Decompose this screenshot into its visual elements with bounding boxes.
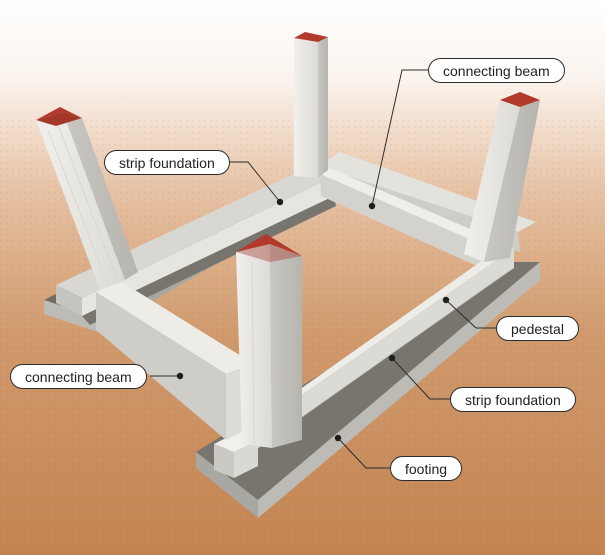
dot-footing bbox=[334, 434, 342, 442]
leader-connecting-beam-top bbox=[371, 69, 428, 207]
leader-footing bbox=[337, 437, 390, 469]
dot-connecting-beam-left bbox=[176, 372, 184, 380]
label-footing: footing bbox=[390, 456, 463, 481]
label-pedestal: pedestal bbox=[496, 316, 579, 341]
label-strip-foundation-right: strip foundation bbox=[450, 387, 576, 412]
back-column bbox=[294, 32, 328, 178]
left-column bbox=[36, 107, 138, 290]
label-connecting-beam-left: connecting beam bbox=[10, 364, 147, 389]
leader-strip-foundation-right bbox=[391, 357, 450, 400]
label-strip-foundation-left: strip foundation bbox=[104, 150, 230, 175]
dot-pedestal bbox=[442, 296, 450, 304]
leader-lines bbox=[150, 69, 496, 469]
leader-dots bbox=[176, 198, 450, 442]
right-column-pedestal bbox=[464, 92, 540, 262]
left-strip-foundation bbox=[44, 166, 342, 332]
back-connecting-beam bbox=[320, 168, 495, 270]
leader-pedestal bbox=[445, 299, 496, 329]
label-connecting-beam-top: connecting beam bbox=[428, 58, 565, 83]
dot-connecting-beam-top bbox=[368, 202, 376, 210]
dot-strip-foundation-right bbox=[388, 354, 396, 362]
front-column bbox=[236, 234, 302, 448]
dot-strip-foundation-left bbox=[276, 198, 284, 206]
